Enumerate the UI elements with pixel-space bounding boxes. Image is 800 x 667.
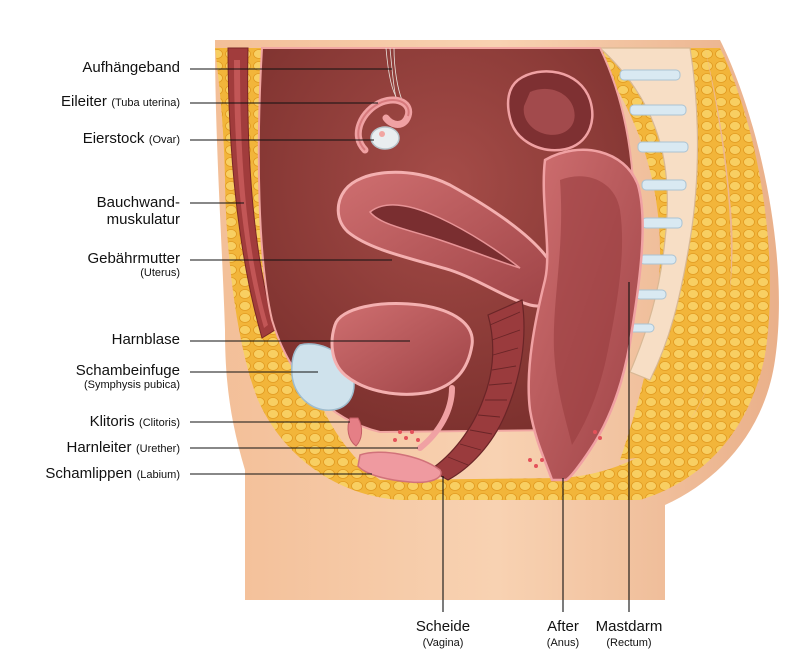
label-schamlippen: Schamlippen (Labium) [45, 465, 180, 483]
label-harnleiter: Harnleiter (Urether) [67, 439, 181, 457]
label-eileiter: Eileiter (Tuba uterina) [61, 93, 180, 111]
label-schamlippen-sub: (Labium) [136, 469, 180, 481]
label-mastdarm-sub: (Rectum) [606, 636, 652, 649]
label-eierstock: Eierstock (Ovar) [83, 130, 180, 148]
urethra [417, 385, 455, 451]
label-aufhaengeband-main: Aufhängeband [82, 59, 180, 76]
label-klitoris: Klitoris (Clitoris) [90, 413, 180, 431]
label-scheide-sub: (Vagina) [422, 636, 464, 649]
ovary [370, 126, 400, 150]
vagina [428, 299, 525, 481]
label-scheide: Scheide (Vagina) [416, 618, 470, 651]
label-harnblase: Harnblase [112, 331, 180, 349]
vessel-dots [393, 430, 602, 468]
label-eierstock-sub: (Ovar) [148, 134, 180, 146]
label-schambeinfuge-sub: (Symphysis pubica) [84, 379, 180, 392]
label-klitoris-sub: (Clitoris) [139, 417, 180, 429]
label-bauchwand: Bauchwand- muskulatur [97, 194, 180, 229]
spine [598, 47, 699, 381]
label-gebaermutter-main: Gebährmutter [87, 250, 180, 267]
label-schambeinfuge-main: Schambeinfuge [75, 362, 180, 379]
label-eierstock-main: Eierstock [82, 130, 145, 147]
label-harnleiter-main: Harnleiter [66, 439, 132, 456]
label-harnleiter-sub: (Urether) [135, 443, 180, 455]
label-scheide-main: Scheide [415, 618, 471, 635]
label-harnblase-main: Harnblase [111, 331, 180, 348]
label-mastdarm: Mastdarm (Rectum) [596, 618, 663, 651]
leader-lines [190, 68, 630, 612]
labia [357, 451, 442, 484]
bladder [330, 302, 474, 396]
label-after-main: After [547, 618, 579, 635]
label-bauchwand-line1: Bauchwand- [96, 194, 180, 211]
label-gebaermutter: Gebährmutter (Uterus) [87, 250, 180, 280]
clitoris [347, 417, 363, 447]
label-after: After (Anus) [547, 618, 579, 651]
label-klitoris-main: Klitoris [89, 413, 135, 430]
label-bauchwand-line2: muskulatur [106, 211, 180, 229]
label-aufhaengeband: Aufhängeband [82, 59, 180, 77]
label-mastdarm-main: Mastdarm [595, 618, 663, 635]
label-eileiter-main: Eileiter [61, 93, 107, 110]
label-schambeinfuge: Schambeinfuge (Symphysis pubica) [76, 362, 180, 392]
label-after-sub: (Anus) [546, 636, 580, 649]
label-eileiter-sub: (Tuba uterina) [111, 97, 180, 109]
label-schamlippen-main: Schamlippen [45, 465, 133, 482]
label-gebaermutter-sub: (Uterus) [140, 267, 180, 280]
